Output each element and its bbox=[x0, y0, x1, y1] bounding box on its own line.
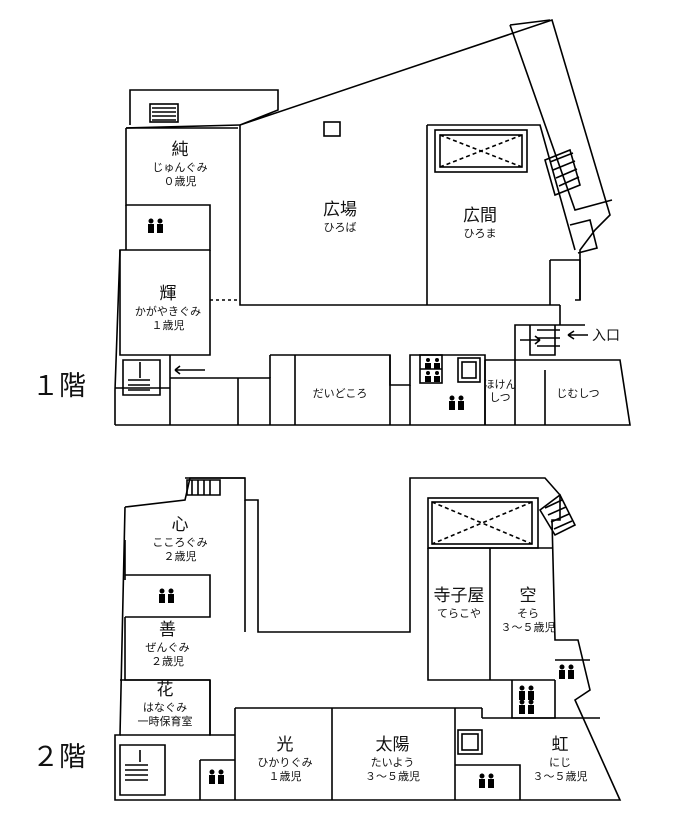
room-reading: そら bbox=[517, 607, 539, 621]
room-age: ３〜５歳児 bbox=[532, 770, 588, 783]
room-reading: かがやきぐみ bbox=[134, 305, 202, 319]
room-jun: 純 じゅんぐみ ０歳児 bbox=[130, 140, 230, 189]
room-name: 寺子屋 bbox=[433, 586, 485, 606]
room-kagayaki: 輝 かがやきぐみ １歳児 bbox=[118, 284, 218, 333]
room-reading: じゅんぐみ bbox=[152, 161, 208, 175]
room-age: ２歳児 bbox=[151, 655, 184, 668]
room-name: 虹 bbox=[551, 735, 569, 755]
room-hoken-line2: しつ bbox=[489, 391, 511, 405]
room-zen: 善 ぜんぐみ ２歳児 bbox=[125, 620, 210, 669]
room-age: １歳児 bbox=[151, 319, 185, 332]
room-age: 一時保育室 bbox=[137, 715, 193, 728]
room-terakoya: 寺子屋 てらこや bbox=[428, 586, 490, 621]
room-reading: こころぐみ bbox=[152, 536, 208, 550]
room-age: ３〜５歳児 bbox=[365, 770, 420, 783]
room-hoken: ほけん しつ bbox=[481, 378, 519, 404]
room-jimushitsu: じむしつ bbox=[556, 387, 600, 400]
floor1-label: １階 bbox=[32, 371, 86, 402]
floor2-label: ２階 bbox=[32, 742, 86, 773]
room-name: 太陽 bbox=[375, 735, 410, 755]
room-hikari: 光 ひかりぐみ １歳児 bbox=[240, 735, 330, 784]
room-age: ２歳児 bbox=[163, 550, 197, 563]
room-hiroba: 広場 ひろば bbox=[300, 200, 380, 235]
entrance-label: 入口 bbox=[592, 328, 620, 344]
room-age: ３〜５歳児 bbox=[500, 621, 556, 634]
room-reading: てらこや bbox=[437, 607, 481, 621]
room-hana: 花 はなぐみ 一時保育室 bbox=[120, 680, 210, 729]
room-hoken-line1: ほけん bbox=[483, 378, 517, 391]
room-name: 善 bbox=[159, 620, 176, 640]
room-age: ０歳児 bbox=[163, 175, 197, 188]
floor2-walls bbox=[114, 477, 622, 801]
room-name: 純 bbox=[171, 140, 189, 160]
room-name: 輝 bbox=[159, 284, 177, 304]
room-reading: にじ bbox=[549, 756, 571, 770]
room-reading: ひろま bbox=[463, 227, 497, 241]
room-hiroma: 広間 ひろま bbox=[450, 206, 510, 241]
room-sora: 空 そら ３〜５歳児 bbox=[490, 586, 566, 635]
room-name: 光 bbox=[276, 735, 294, 755]
room-name: 空 bbox=[519, 586, 537, 606]
room-name: 広場 bbox=[323, 200, 357, 220]
floor1-walls bbox=[114, 18, 631, 426]
room-reading: はなぐみ bbox=[142, 701, 188, 715]
room-reading: ひかりぐみ bbox=[257, 756, 313, 770]
room-taiyo: 太陽 たいよう ３〜５歳児 bbox=[345, 735, 440, 784]
room-niji: 虹 にじ ３〜５歳児 bbox=[520, 735, 600, 784]
room-name: 花 bbox=[156, 680, 174, 700]
room-age: １歳児 bbox=[268, 770, 302, 783]
room-name: 心 bbox=[171, 515, 189, 535]
restroom-icons bbox=[148, 218, 574, 788]
room-reading: ぜんぐみ bbox=[145, 641, 190, 655]
room-name: 広間 bbox=[463, 206, 497, 226]
room-kokoro: 心 こころぐみ ２歳児 bbox=[130, 515, 230, 564]
room-daidokoro: だいどころ bbox=[312, 387, 368, 400]
room-reading: ひろば bbox=[323, 221, 357, 235]
room-reading: たいよう bbox=[370, 756, 415, 770]
